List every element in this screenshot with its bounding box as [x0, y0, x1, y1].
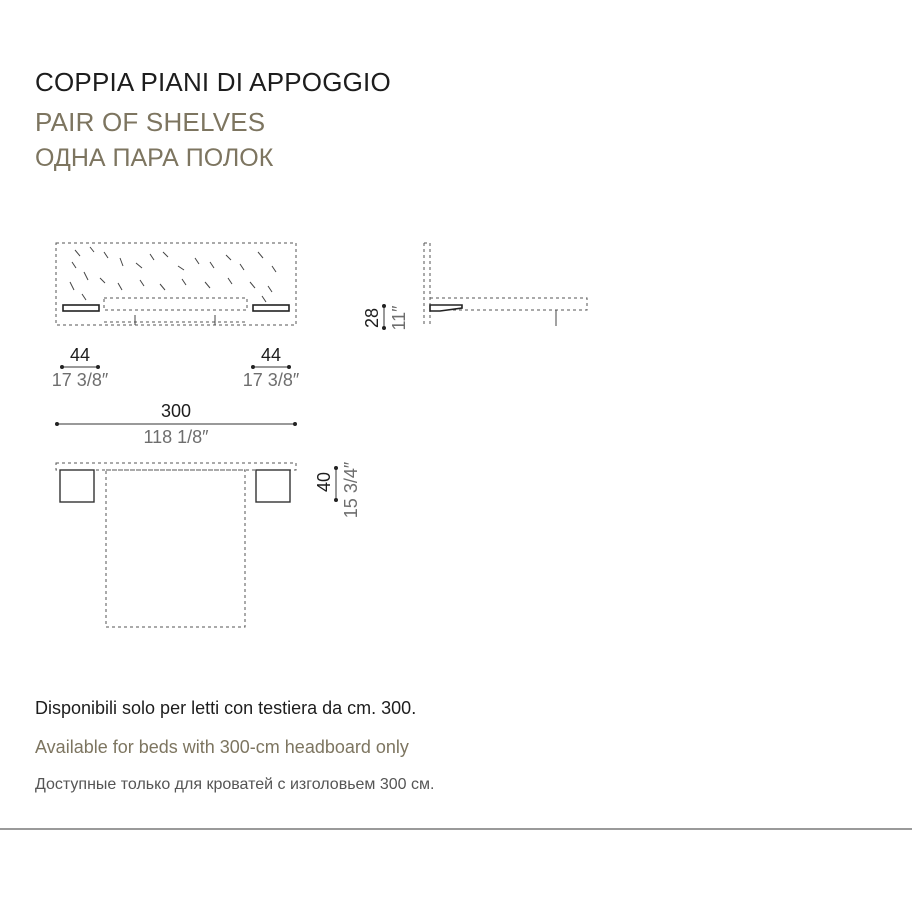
- note-italian: Disponibili solo per letti con testiera …: [35, 698, 417, 718]
- title-russian: ОДНА ПАРА ПОЛОК: [35, 144, 274, 172]
- dim-height-cm: 28: [362, 308, 382, 328]
- plan-headboard: [55, 462, 297, 471]
- note-english: Available for beds with 300-cm headboard…: [35, 737, 409, 757]
- dim-shelf-left-in: 17 3/8″: [52, 370, 109, 390]
- bottom-divider: [0, 828, 912, 830]
- plan-view: 40 15 3/4″: [55, 461, 361, 628]
- dim-shelf-right-in: 17 3/8″: [243, 370, 300, 390]
- plan-shelf-right: [255, 469, 291, 503]
- dim-total-width-cm: 300: [161, 401, 191, 421]
- dim-depth: 40 15 3/4″: [314, 461, 361, 518]
- front-headboard-stitching: [69, 246, 277, 303]
- dim-total-width: 300 118 1/8″: [55, 401, 297, 447]
- dim-height: 28 11″: [362, 304, 409, 331]
- dim-shelf-right-cm: 44: [261, 345, 281, 365]
- dim-shelf-left: 44 17 3/8″: [52, 345, 109, 390]
- title-english: PAIR OF SHELVES: [35, 107, 266, 137]
- dim-total-width-in: 118 1/8″: [143, 427, 209, 447]
- plan-bed: [105, 469, 246, 628]
- front-headboard-outline: [55, 242, 297, 326]
- dim-shelf-left-cm: 44: [70, 345, 90, 365]
- side-elevation: 28 11″: [362, 242, 588, 331]
- note-russian: Доступные только для кроватей с изголовь…: [35, 776, 435, 793]
- side-bed-frame: [429, 297, 588, 311]
- dim-shelf-right: 44 17 3/8″: [243, 345, 300, 390]
- front-shelf-right: [252, 304, 290, 312]
- dim-height-in: 11″: [389, 305, 409, 331]
- plan-shelf-left: [59, 469, 95, 503]
- title-italian: COPPIA PIANI DI APPOGGIO: [35, 67, 391, 97]
- front-bed-frame: [103, 297, 248, 311]
- front-shelf-left: [62, 304, 100, 312]
- dim-depth-in: 15 3/4″: [341, 461, 361, 518]
- side-shelf: [429, 304, 463, 312]
- front-elevation: 44 17 3/8″ 44 17 3/8″ 300 118 1/8″: [52, 242, 300, 447]
- dim-depth-cm: 40: [314, 472, 334, 492]
